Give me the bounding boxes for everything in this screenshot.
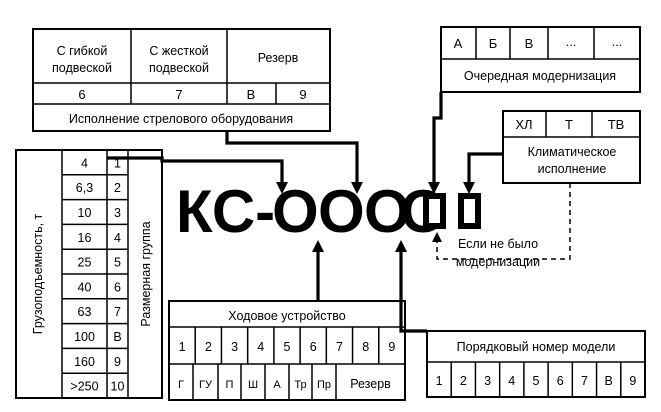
- size-group-value-10: 10: [111, 380, 125, 394]
- boom-header-rigid-line1: С жесткой: [149, 44, 208, 58]
- size-group-label: Размерная группа: [139, 221, 153, 326]
- boom-header-flexible-line2: подвеской: [52, 61, 112, 75]
- climate-code-hl: ХЛ: [515, 117, 532, 132]
- running-gear-number-9: 9: [388, 340, 395, 354]
- boom-value-reserve-1: В: [247, 87, 256, 102]
- capacity-value-6: 40: [78, 280, 92, 294]
- model-number-connector-arrowhead: [395, 240, 407, 252]
- running-gear-number-7: 7: [336, 340, 343, 354]
- boom-header-reserve: Резерв: [258, 51, 299, 65]
- modernization-ellipsis-2: ...: [612, 34, 623, 49]
- running-gear-number-6: 6: [310, 340, 317, 354]
- boom-value-flexible: 6: [78, 87, 85, 102]
- running-gear-number-2: 2: [205, 340, 212, 354]
- running-gear-code-5: А: [273, 379, 281, 391]
- running-gear-code-3: П: [226, 379, 234, 391]
- modernization-table: А Б В ... ... Очередная модернизация: [440, 26, 641, 93]
- model-number-5: 5: [533, 374, 540, 388]
- running-gear-code-2: ГУ: [199, 379, 213, 391]
- climate-slot: [458, 193, 481, 229]
- capacity-axis-label: Грузоподъемность, т: [31, 213, 45, 334]
- running-gear-code-8: Резерв: [350, 377, 391, 391]
- size-group-value-3: 3: [114, 206, 121, 220]
- climate-connector-arrowhead: [463, 182, 475, 194]
- capacity-connector-arrowhead: [276, 182, 288, 194]
- size-group-value-6: 6: [114, 280, 121, 294]
- capacity-value-10: >250: [70, 380, 98, 394]
- modernization-ellipsis-1: ...: [566, 34, 577, 49]
- climate-connector: [467, 152, 503, 184]
- model-number-6: 6: [557, 374, 564, 388]
- model-number-connector: [399, 250, 427, 333]
- running-gear-title: Ходовое устройство: [228, 309, 345, 323]
- capacity-value-1: 4: [81, 156, 88, 170]
- connectors: [107, 92, 571, 333]
- no-modernization-note-line2: модернизации: [456, 255, 540, 269]
- designation-digit-3: О: [364, 178, 411, 245]
- boom-execution-caption: Исполнение стрелового оборудования: [69, 112, 293, 126]
- no-modernization-dashed-connector: [436, 183, 571, 260]
- model-number-4: 4: [508, 374, 515, 388]
- designation-prefix: КС-: [176, 178, 275, 245]
- modernization-connector: [432, 92, 443, 184]
- boom-value-reserve-2: 9: [299, 87, 306, 102]
- size-group-value-4: 4: [114, 231, 121, 245]
- size-group-value-9: 9: [114, 355, 121, 369]
- model-number-table: Порядковый номер модели 1 2 3 4 5 6 7 В 9: [426, 330, 646, 398]
- boom-value-rigid: 7: [175, 87, 182, 102]
- capacity-value-9: 160: [74, 355, 95, 369]
- capacity-connector: [107, 156, 284, 184]
- climate-caption-line1: Климатическое: [528, 145, 617, 159]
- model-number-1: 1: [436, 374, 443, 388]
- running-gear-number-1: 1: [179, 340, 186, 354]
- running-gear-number-4: 4: [257, 340, 264, 354]
- climate-caption-line2: исполнение: [538, 162, 607, 176]
- modernization-connector-arrowhead: [428, 182, 440, 194]
- model-number-7: 7: [581, 374, 588, 388]
- running-gear-table: Ходовое устройство 1 2 3 4 5 6 7 8 9Г ГУ П Ш А Тр Пр Ре…: [168, 300, 406, 401]
- no-modernization-note-line1: Если не было: [458, 237, 538, 251]
- modernization-caption: Очередная модернизация: [464, 69, 616, 83]
- running-gear-code-4: Ш: [248, 379, 258, 391]
- running-gear-number-3: 3: [231, 340, 238, 354]
- capacity-value-7: 63: [78, 305, 92, 319]
- running-gear-code-1: Г: [178, 379, 184, 391]
- boom-connector: [225, 131, 359, 184]
- designation-digit-1: О: [272, 178, 319, 245]
- size-group-value-8: В: [113, 330, 121, 344]
- size-group-value-2: 2: [114, 181, 121, 195]
- size-group-value-5: 5: [114, 256, 121, 270]
- modernization-letter-v: В: [525, 36, 534, 51]
- modernization-letter-b: Б: [489, 36, 498, 51]
- model-number-3: 3: [484, 374, 491, 388]
- size-group-value-1: 1: [114, 156, 121, 170]
- capacity-value-4: 16: [78, 231, 92, 245]
- capacity-table: 4 1 6,3 2 10 3 16 4 25 5 40 6 63 7 100 В 160 9 >250 10 Груз…: [15, 149, 163, 399]
- climate-code-tv: ТВ: [608, 117, 625, 132]
- running-gear-code-6: Тр: [294, 379, 306, 391]
- running-gear-code-7: Пр: [317, 379, 331, 391]
- running-gear-number-8: 8: [362, 340, 369, 354]
- running-gear-number-5: 5: [284, 340, 291, 354]
- model-number-8: В: [604, 374, 612, 388]
- modernization-letter-a: А: [454, 36, 463, 51]
- no-modernization-arrowhead: [432, 232, 442, 242]
- capacity-value-5: 25: [78, 256, 92, 270]
- model-number-9: 9: [629, 374, 636, 388]
- capacity-value-3: 10: [78, 206, 92, 220]
- modernization-slot: [423, 193, 446, 229]
- model-number-2: 2: [460, 374, 467, 388]
- running-gear-connector-arrowhead: [312, 240, 324, 252]
- model-number-title: Порядковый номер модели: [457, 340, 616, 354]
- boom-connector-arrowhead: [351, 182, 363, 194]
- climate-table: ХЛ Т ТВ Климатическое исполнение: [502, 110, 641, 184]
- boom-header-flexible-line1: С гибкой: [57, 44, 108, 58]
- capacity-value-8: 100: [74, 330, 95, 344]
- boom-header-rigid-line2: подвеской: [149, 61, 209, 75]
- capacity-value-2: 6,3: [76, 181, 93, 195]
- boom-execution-table: С гибкой подвеской С жесткой подвеской Р…: [32, 28, 331, 132]
- climate-code-t: Т: [565, 117, 573, 132]
- size-group-value-7: 7: [114, 305, 121, 319]
